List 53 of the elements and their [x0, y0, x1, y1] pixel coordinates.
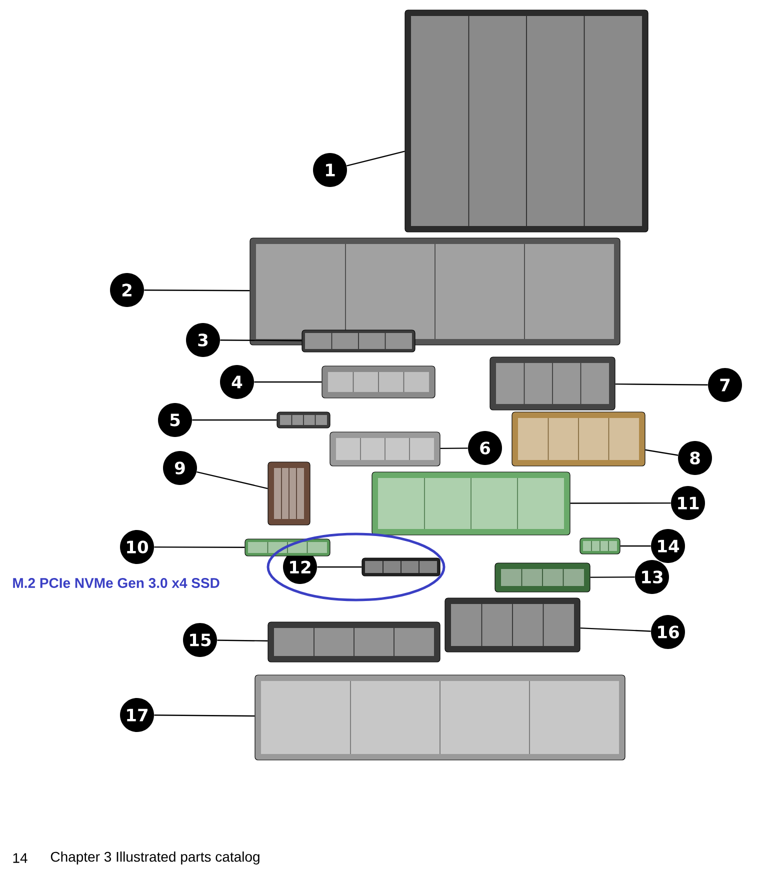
leader-line	[645, 449, 678, 456]
bracket-drawing	[330, 432, 440, 466]
heat-sink-drawing	[512, 412, 646, 466]
page-number: 14	[13, 853, 28, 863]
callout-number: 15	[183, 623, 217, 657]
cable-drawing	[268, 462, 310, 526]
leader-line	[620, 545, 651, 547]
annotation-text: M.2 PCIe NVMe Gen 3.0 x4 SSD	[13, 578, 220, 588]
leader-line	[154, 714, 255, 717]
leader-line	[144, 290, 250, 292]
bottom-cover-drawing	[254, 674, 626, 760]
callout-number: 2	[110, 273, 144, 307]
callout-number: 6	[468, 431, 502, 465]
callout-number: 10	[120, 530, 154, 564]
leader-line	[192, 419, 277, 421]
leader-line	[220, 340, 302, 342]
battery-drawing	[268, 622, 440, 662]
leader-line	[346, 150, 405, 166]
ssd-drawing	[362, 558, 440, 576]
callout-number: 9	[163, 451, 197, 485]
palmrest-keyboard-drawing	[250, 238, 620, 346]
system-board-drawing	[372, 472, 570, 536]
callout-number: 3	[186, 323, 220, 357]
callout-number: 14	[651, 529, 685, 563]
footer-text: Chapter 3 Illustrated parts catalog	[50, 851, 260, 865]
hard-drive-drawing	[322, 366, 436, 398]
fan-drawing	[490, 356, 616, 410]
board-drawing	[276, 412, 330, 428]
callout-number: 4	[220, 365, 254, 399]
callout-number: 11	[671, 486, 705, 520]
leader-line	[217, 640, 268, 642]
leader-line	[590, 576, 635, 578]
leader-line	[254, 381, 322, 383]
callout-number: 8	[678, 441, 712, 475]
leader-line	[154, 546, 245, 548]
speaker-drawing	[444, 598, 580, 652]
touchpad-drawing	[302, 330, 416, 352]
memory-module-drawing	[494, 562, 590, 592]
wlan-module-drawing	[580, 538, 620, 554]
laptop-display-drawing	[404, 10, 648, 232]
callout-number: 5	[158, 403, 192, 437]
leader-line	[570, 502, 671, 504]
leader-line	[317, 566, 362, 568]
board-drawing	[244, 538, 330, 556]
leader-line	[615, 383, 708, 386]
callout-number: 17	[120, 698, 154, 732]
callout-number: 16	[651, 615, 685, 649]
callout-number: 7	[708, 368, 742, 402]
leader-line	[580, 627, 651, 632]
leader-line	[196, 471, 268, 490]
leader-line	[440, 448, 468, 450]
callout-number: 1	[313, 153, 347, 187]
callout-number: 13	[635, 560, 669, 594]
